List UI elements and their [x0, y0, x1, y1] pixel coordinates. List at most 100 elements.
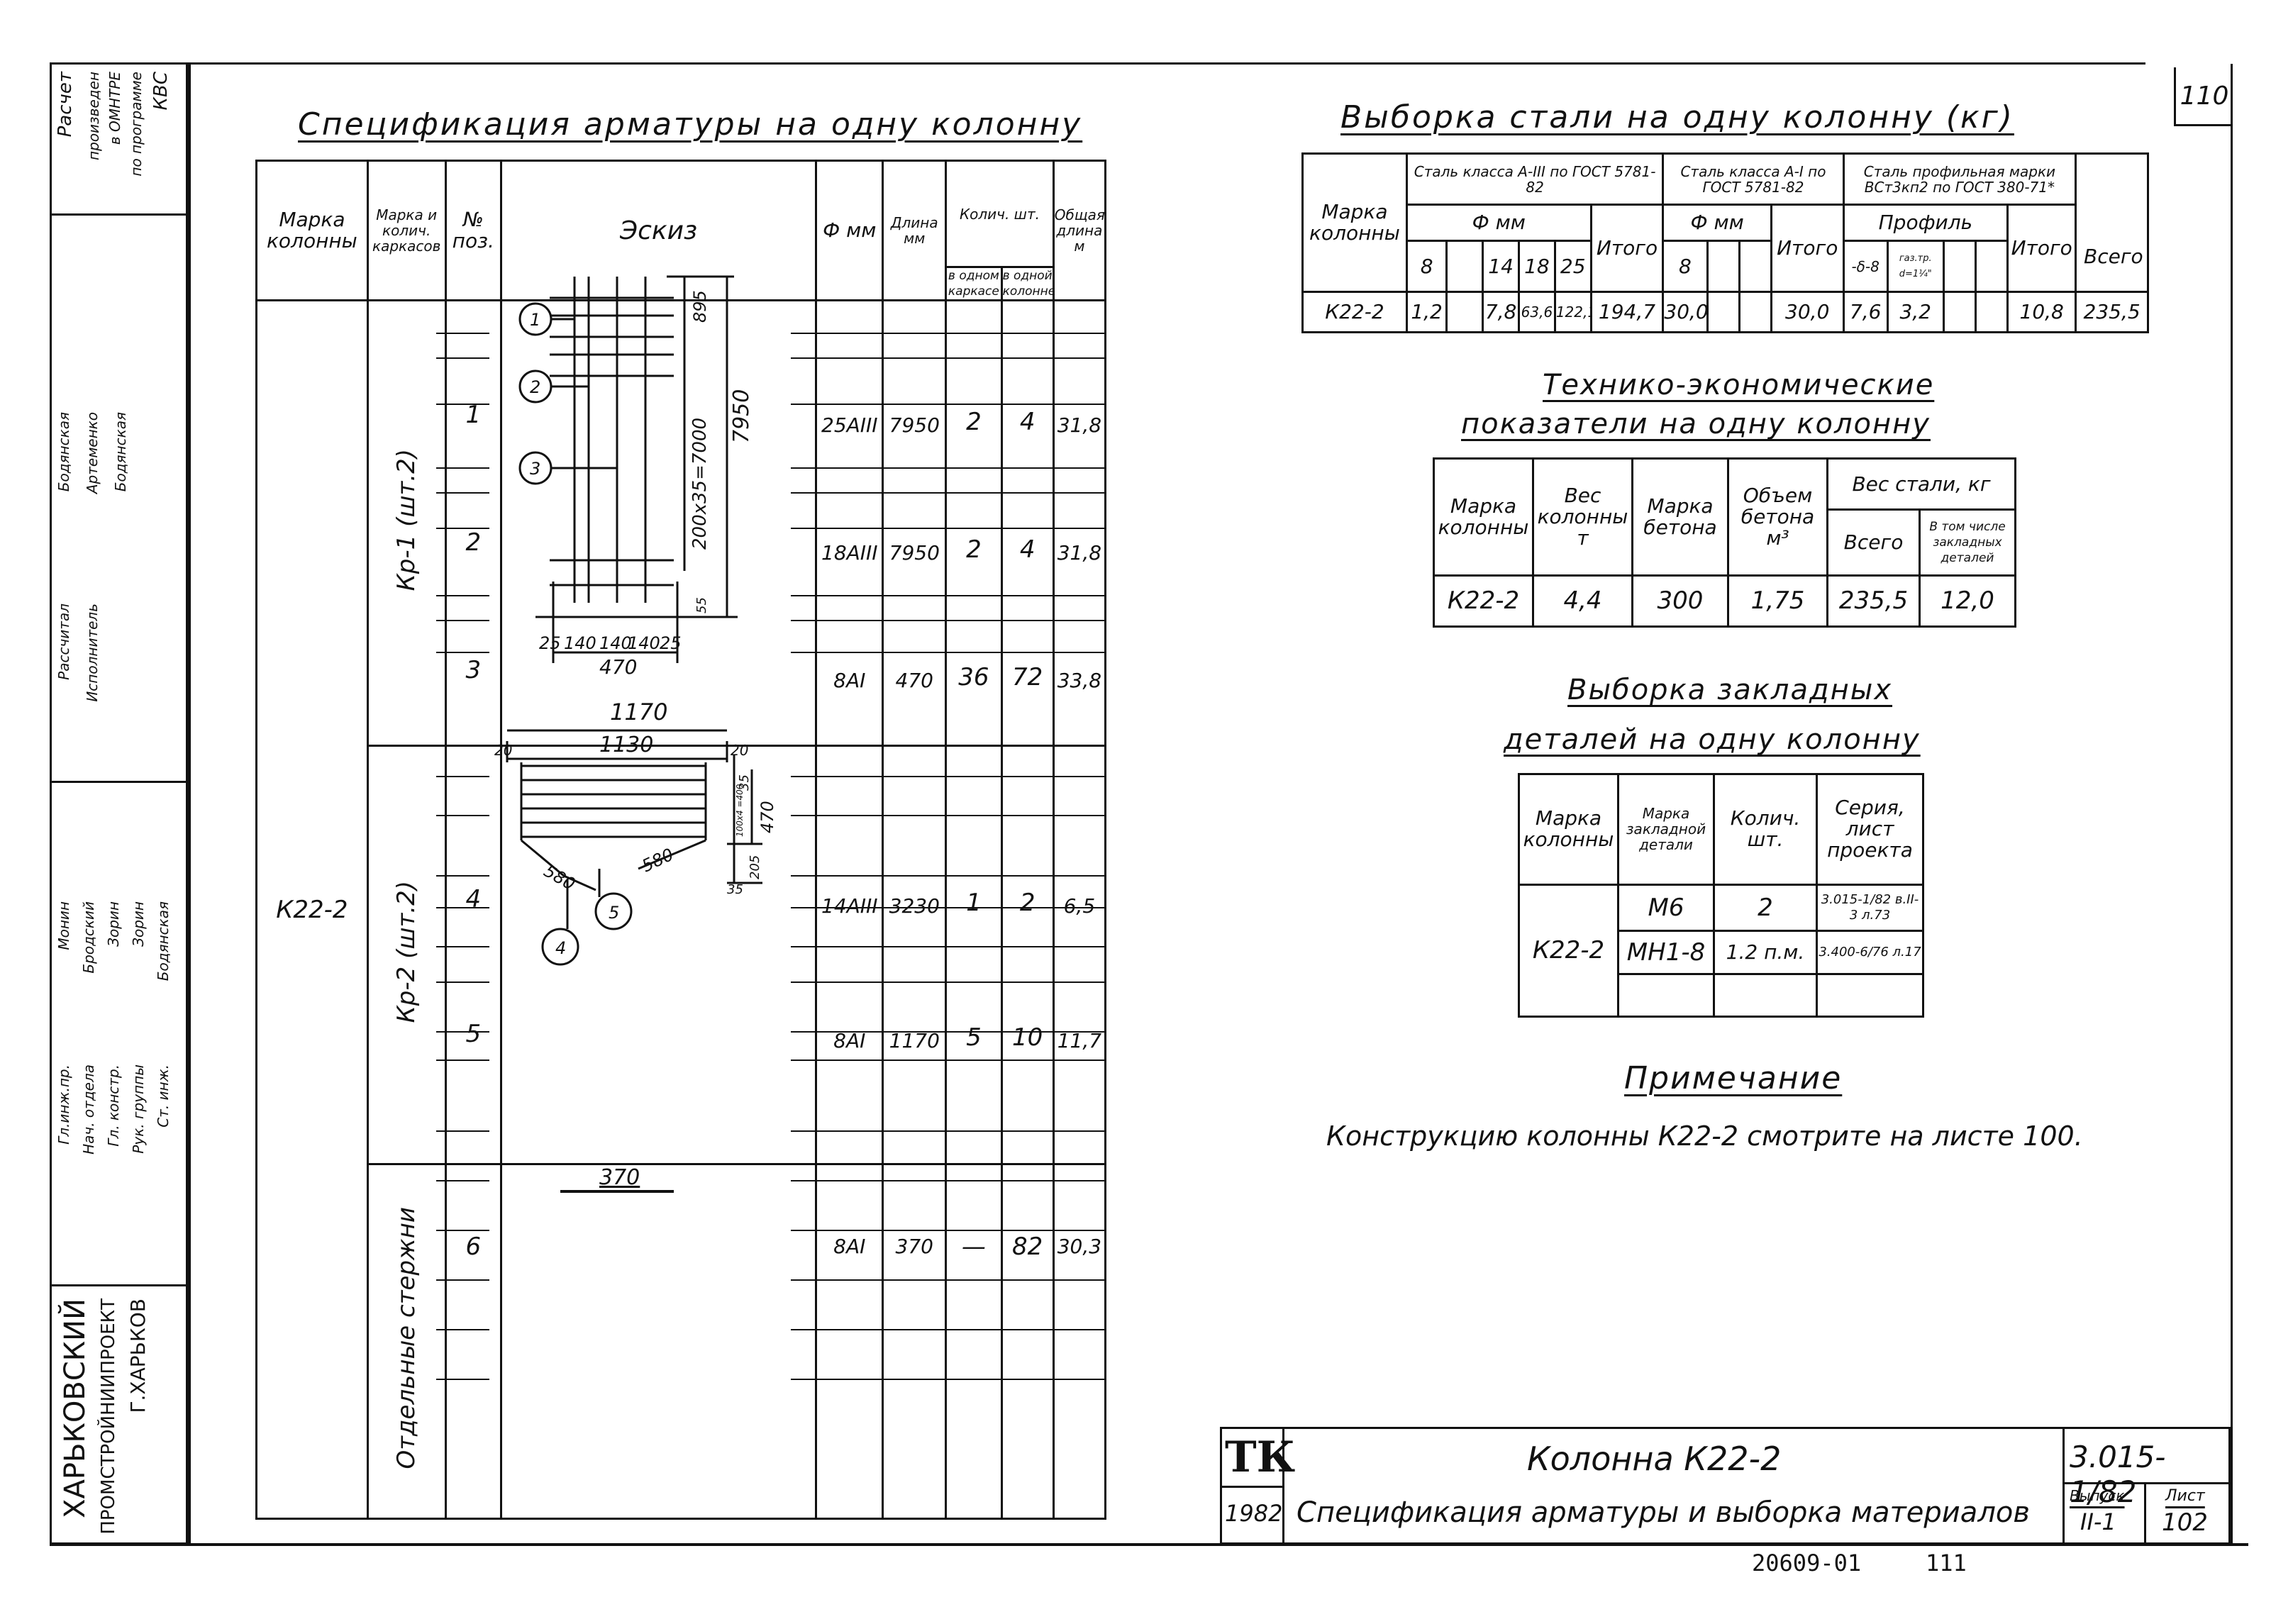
sketch-cage-2-drawing: 1170 1130 20 20 35 470 205 35 580 580 10… [494, 699, 777, 966]
callout-4: 4 [555, 938, 566, 958]
steel-cell: 7,8 [1482, 291, 1520, 333]
embed-title-1: Выборка закладных [1567, 674, 1893, 706]
dim-20a: 20 [494, 742, 512, 759]
stamp-column: Расчет произведен в ОМНТРЕ по программе … [50, 62, 188, 1545]
dim-7000: 200x35=7000 [689, 418, 711, 550]
embed-title-2: деталей на одну колонну [1504, 723, 1921, 756]
pos-6: 6 [444, 1163, 502, 1520]
tech-h-volume: Объем бетона м³ [1727, 457, 1828, 577]
steel-sub: 8 [1405, 240, 1448, 294]
steel-cell: 10,8 [2006, 291, 2077, 333]
steel-cell: 1,2 [1405, 291, 1448, 333]
h-pos: № поз. [444, 160, 502, 301]
steel-sub [1942, 240, 1977, 294]
steel-sub: 25 [1553, 240, 1592, 294]
dim-1130: 1130 [599, 733, 653, 757]
dim-370: 370 [599, 1165, 640, 1190]
callout-2: 2 [530, 377, 540, 397]
title-list-label: Лист [2165, 1487, 2205, 1505]
stamp-top-block: Расчет произведен в ОМНТРЕ по программе … [55, 72, 172, 177]
dim-7950: 7950 [729, 389, 754, 443]
steel-cell [1706, 291, 1740, 333]
callout-5: 5 [609, 903, 619, 923]
q2-6: 82 [1000, 1163, 1055, 1520]
steel-h-itogo-a1: Итого [1770, 203, 1845, 294]
steel-sub: 14 [1482, 240, 1520, 294]
page-number: 110 [2174, 67, 2233, 126]
embed-h-series: Серия, лист проекта [1816, 773, 1924, 886]
steel-cell: 30,0 [1662, 291, 1709, 333]
column-mark: К22-2 [255, 299, 369, 1520]
logo-tk: ТК [1225, 1433, 1296, 1482]
steel-cell: 194,7 [1589, 291, 1665, 333]
embed-cell: 2 [1713, 883, 1818, 933]
tech-h-steel: Вес стали, кг [1826, 457, 2016, 511]
title-vypusk-label: Выпуск [2070, 1487, 2125, 1504]
tech-cell: 300 [1631, 574, 1729, 628]
h-sketch: Эскиз [499, 160, 818, 301]
dim-55: 55 [694, 597, 709, 613]
h-col-mark: Марка колонны [255, 160, 369, 301]
note-text: Конструкцию колонны К22-2 смотрите на ли… [1326, 1120, 2083, 1152]
tech-cell: 4,4 [1532, 574, 1633, 628]
spec-table: Марка колонны Марка и колич. каркасов № … [255, 160, 1107, 1520]
embed-h-mark: Марка колонны [1518, 773, 1619, 886]
sketch-cage-1-drawing: 1 2 3 895 200x35=7000 7950 55 25 140 140… [518, 275, 754, 679]
tech-h-mark: Марка колонны [1433, 457, 1534, 577]
callout-3: 3 [530, 459, 540, 479]
steel-h-fmm-a3: Ф мм [1405, 203, 1592, 243]
embed-mark: К22-2 [1518, 883, 1619, 1018]
h-qty-cage: в одном каркасе [945, 266, 1003, 301]
h-total-len: Общая длина м [1052, 160, 1107, 301]
dim-580a: 580 [540, 861, 579, 894]
embed-h-detail: Марка закладной детали [1617, 773, 1715, 886]
tech-table: Марка колонны Вес колонны т Марка бетона… [1433, 457, 2016, 628]
tech-title-2: показатели на одну колонну [1461, 408, 1931, 440]
steel-h-a3: Сталь класса А-III по ГОСТ 5781-82 [1405, 152, 1665, 206]
steel-cell: 63,6 [1518, 291, 1556, 333]
footer-num: 111 [1926, 1550, 1967, 1576]
dim-25a: 25 [539, 633, 561, 653]
steel-cell: 7,6 [1842, 291, 1889, 333]
dim-35a: 35 [737, 774, 752, 791]
sketch-bar-6-drawing: 370 [560, 1165, 674, 1193]
h-dia: Ф мм [815, 160, 884, 301]
tech-title-1: Технико-экономические [1543, 369, 1935, 401]
embed-cell: М6 [1617, 883, 1715, 933]
steel-cell-total: 235,5 [2075, 291, 2149, 333]
sketch-cage-2 [499, 745, 818, 1165]
frame-top-line [188, 62, 2145, 65]
steel-sub: -δ-8 [1842, 240, 1889, 294]
tech-h-total: Всего [1826, 508, 1921, 577]
embed-h-qty: Колич. шт. [1713, 773, 1818, 886]
steel-sub [1974, 240, 2009, 294]
embed-table: Марка колонны Марка закладной детали Кол… [1518, 773, 1924, 1018]
steel-h-itogo-prof: Итого [2006, 203, 2077, 294]
tech-cell: 235,5 [1826, 574, 1921, 628]
len-6: 370 [882, 1163, 948, 1520]
title-year: 1982 [1225, 1500, 1283, 1527]
dim-20b: 20 [731, 742, 748, 759]
tech-h-weight: Вес колонны т [1532, 457, 1633, 577]
tech-h-concrete: Марка бетона [1631, 457, 1729, 577]
h-qty-col: в одной колонне [1000, 266, 1055, 301]
steel-cell [1445, 291, 1484, 333]
frame-bottom-line [50, 1543, 2248, 1546]
spec-title: Спецификация арматуры на одну колонну [298, 106, 1083, 143]
steel-cell [1738, 291, 1772, 333]
dim-140b: 140 [599, 633, 632, 653]
steel-h-itogo-a3: Итого [1589, 203, 1665, 294]
steel-h-prof: Сталь профильная марки ВСт3кп2 по ГОСТ 3… [1842, 152, 2077, 206]
title-vypusk: II-1 [2080, 1508, 2116, 1535]
spec-row-rules [436, 333, 1106, 1380]
dim-35b: 35 [727, 882, 743, 897]
steel-h-fmm-a1: Ф мм [1662, 203, 1772, 243]
steel-cell: 3,2 [1886, 291, 1945, 333]
